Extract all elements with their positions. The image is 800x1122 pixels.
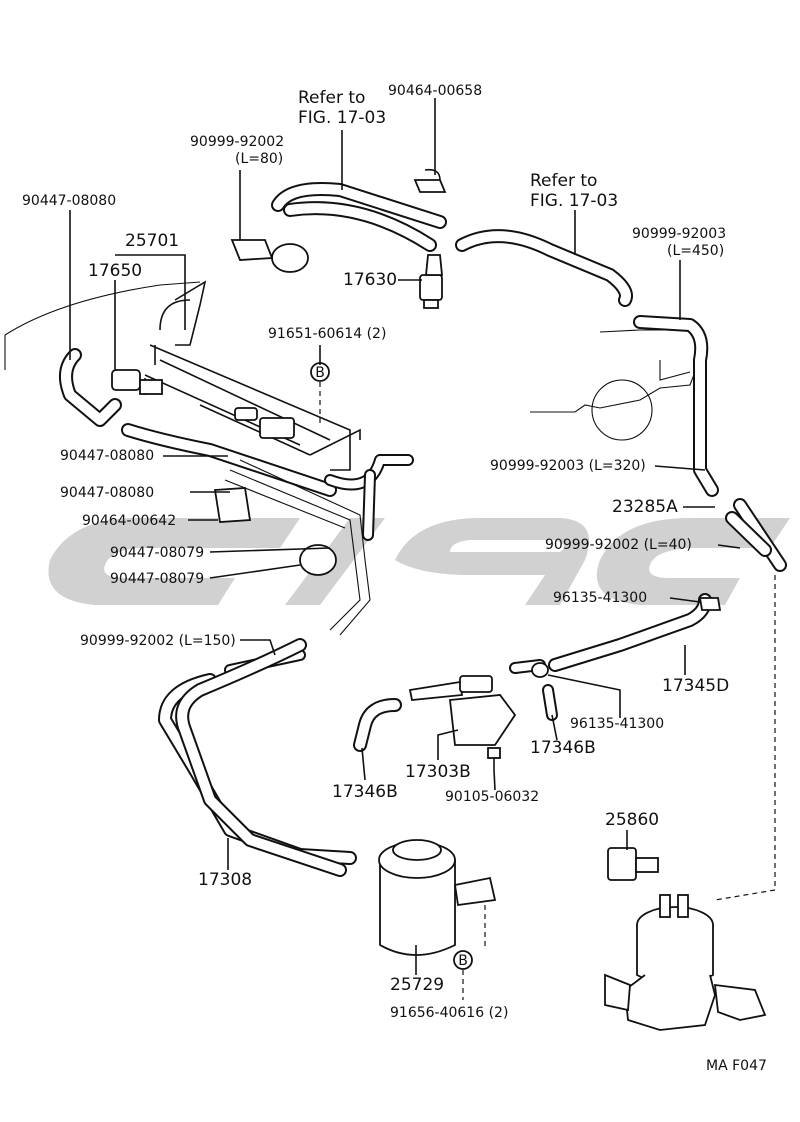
label-90999-92002-l80-length: (L=80) xyxy=(235,151,283,167)
svg-text:B: B xyxy=(315,365,325,381)
hose-clip-top-icon xyxy=(698,597,722,611)
bracket-clamp-icon xyxy=(213,487,252,523)
svg-text:B: B xyxy=(458,953,468,969)
label-90447-08079-a: 90447-08079 xyxy=(110,545,204,561)
egr-modulator-icon xyxy=(604,894,767,1031)
vsv-block-icon xyxy=(259,417,295,439)
label-25860: 25860 xyxy=(605,810,659,830)
label-17650: 17650 xyxy=(88,261,142,281)
svg-text:FIG. 17-03: FIG. 17-03 xyxy=(530,191,618,211)
label-25701: 25701 xyxy=(125,231,179,251)
hose-clip-bottom-icon xyxy=(531,662,549,678)
label-90447-08080-top: 90447-08080 xyxy=(22,193,116,209)
label-90464-00642: 90464-00642 xyxy=(82,513,176,529)
component-drawings: B B xyxy=(111,168,767,1031)
label-90999-92002-l150: 90999-92002 (L=150) xyxy=(80,633,236,649)
bolt-marker-b-bottom: B xyxy=(453,950,473,970)
vsv-25860-icon xyxy=(607,847,659,881)
label-91651-60614: 91651-60614 (2) xyxy=(268,326,386,342)
label-96135-41300-bottom: 96135-41300 xyxy=(570,716,664,732)
reference-note-top: Refer to FIG. 17-03 xyxy=(298,88,386,128)
label-90999-92002-l40: 90999-92002 (L=40) xyxy=(545,537,692,553)
bolt-marker-b-top: B xyxy=(310,362,330,382)
label-17346B-right: 17346B xyxy=(530,738,596,758)
label-90999-92002-l80: 90999-92002 xyxy=(190,134,284,150)
label-90999-92003-l450-length: (L=450) xyxy=(667,243,724,259)
label-91656-40616: 91656-40616 (2) xyxy=(390,1005,508,1021)
label-17303B: 17303B xyxy=(405,762,471,782)
svg-text:Refer to: Refer to xyxy=(298,88,365,108)
label-23285A: 23285A xyxy=(612,497,678,517)
label-90999-92003-l320: 90999-92003 (L=320) xyxy=(490,458,646,474)
label-17345D: 17345D xyxy=(662,676,729,696)
label-96135-41300-top: 96135-41300 xyxy=(553,590,647,606)
vsv-17650-icon xyxy=(111,369,163,395)
label-25729: 25729 xyxy=(390,975,444,995)
reference-note-right: Refer to FIG. 17-03 xyxy=(530,171,618,211)
label-17630: 17630 xyxy=(343,270,397,290)
bolt-icon xyxy=(487,747,501,770)
label-90105-06032: 90105-06032 xyxy=(445,789,539,805)
label-90447-08080-mid1: 90447-08080 xyxy=(60,448,154,464)
figure-code: MA F047 xyxy=(706,1058,767,1074)
label-90464-00658: 90464-00658 xyxy=(388,83,482,99)
label-90447-08079-b: 90447-08079 xyxy=(110,571,204,587)
watermark-logo xyxy=(48,518,790,605)
svg-text:FIG. 17-03: FIG. 17-03 xyxy=(298,108,386,128)
hose-network xyxy=(59,182,787,877)
label-90999-92003-l450: 90999-92003 xyxy=(632,226,726,242)
clamp-icon xyxy=(413,168,447,193)
vsv-small-icon xyxy=(234,407,258,421)
vacuum-switching-valve-icon xyxy=(419,254,443,309)
label-90447-08080-mid2: 90447-08080 xyxy=(60,485,154,501)
vsv-25701-icon xyxy=(230,239,309,273)
svg-text:Refer to: Refer to xyxy=(530,171,597,191)
engine-outline xyxy=(4,280,696,471)
label-17346B-left: 17346B xyxy=(332,782,398,802)
valve-17303b-icon xyxy=(408,675,517,746)
label-17308: 17308 xyxy=(198,870,252,890)
leader-lines xyxy=(69,98,776,1000)
sensor-icon xyxy=(299,544,337,576)
filter-25729-icon xyxy=(378,839,497,956)
